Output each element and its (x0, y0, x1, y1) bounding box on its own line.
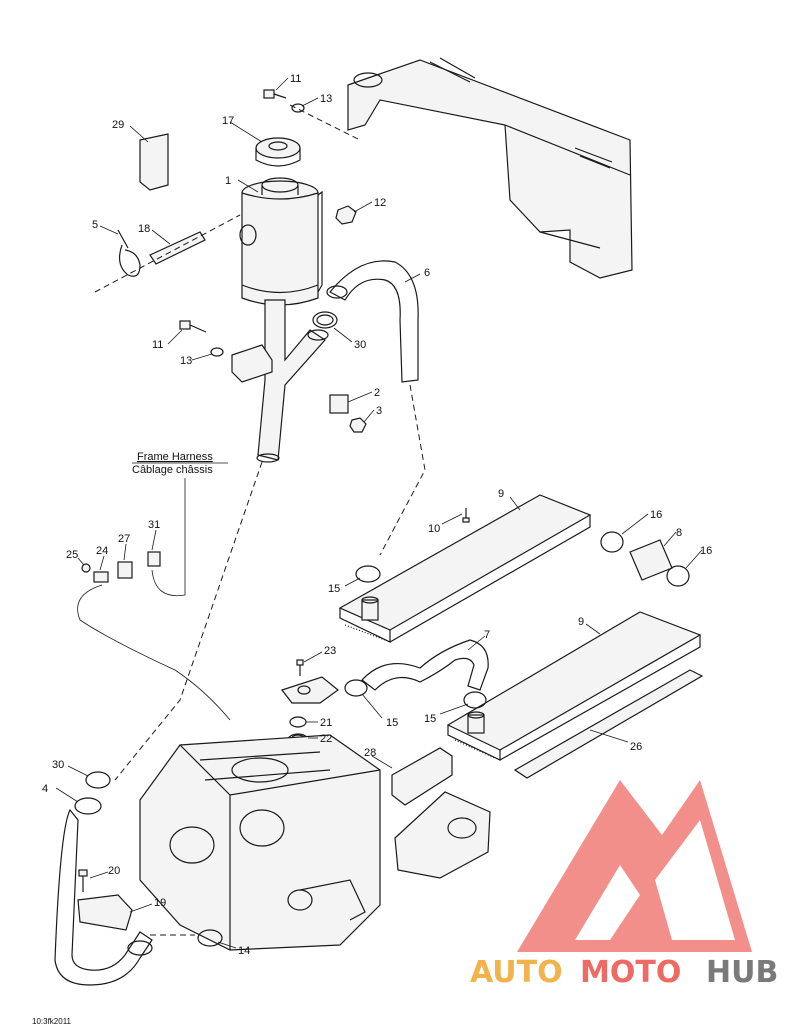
coupler-8 (629, 539, 673, 581)
exchanger-fitting-upper (361, 596, 379, 621)
watermark-auto: AUTO (470, 955, 563, 990)
callout-15-b: 15 (386, 717, 398, 729)
exchanger-fitting-lower (467, 711, 485, 734)
callout-16-a: 16 (650, 509, 662, 521)
engine-block (139, 734, 381, 951)
guide-line-top (94, 214, 241, 293)
sensor-25 (81, 563, 91, 573)
guide-line-tank (289, 104, 361, 141)
callout-14: 14 (238, 945, 250, 957)
callout-30-bottom: 30 (52, 759, 64, 771)
bracket-19 (77, 894, 133, 931)
sensor-24 (93, 571, 109, 583)
callout-6: 6 (424, 267, 430, 279)
tie-strap-5 (117, 229, 141, 277)
callout-16-b: 16 (700, 545, 712, 557)
callout-11-mid: 11 (152, 339, 163, 351)
guard-28 (391, 747, 453, 806)
heat-exchanger-lower (446, 611, 702, 761)
harness-label-en: Frame Harness (137, 451, 213, 463)
callout-8: 8 (676, 527, 682, 539)
nut-3 (349, 417, 367, 433)
harness-label-fr: Câblage châssis (132, 464, 213, 476)
callout-9-lower: 9 (578, 616, 584, 628)
callout-4: 4 (42, 783, 48, 795)
callout-15-a: 15 (328, 583, 340, 595)
bracket-23 (281, 676, 339, 704)
callout-17: 17 (222, 115, 234, 127)
bolt-11-top (263, 89, 287, 99)
reservoir-bracket (231, 344, 273, 383)
bolt-23 (296, 659, 304, 676)
bolt-11-mid (179, 320, 207, 333)
clamp-14 (197, 929, 223, 947)
callout-5: 5 (92, 219, 98, 231)
clamp-15-c (463, 691, 487, 709)
watermark-wordmark: AUTO MOTO HUB (470, 955, 778, 990)
callout-22: 22 (320, 733, 332, 745)
callout-27: 27 (118, 533, 130, 545)
callout-24: 24 (96, 545, 108, 557)
bolt-20 (78, 869, 88, 892)
washer-13-mid (210, 347, 224, 357)
document-id: 10:3fk2011 (32, 1017, 72, 1026)
nut-12 (335, 205, 357, 225)
callout-21: 21 (320, 717, 332, 729)
clamp-16-b (666, 565, 690, 587)
connector-27 (117, 561, 133, 579)
watermark-hub: HUB (706, 955, 778, 990)
callout-23: 23 (324, 645, 336, 657)
callout-1: 1 (225, 175, 231, 187)
clip-29 (139, 133, 169, 191)
callout-3: 3 (376, 405, 382, 417)
clamp-15-b (344, 679, 368, 697)
coolant-reservoir (239, 177, 323, 306)
o-ring-21 (289, 716, 307, 728)
harness-wire (151, 478, 186, 597)
bolt-10 (462, 508, 470, 523)
callout-11-top: 11 (290, 73, 301, 85)
callout-10: 10 (428, 523, 440, 535)
watermark-logo (517, 780, 752, 952)
clamp-15-a (355, 565, 381, 583)
hose-6 (326, 260, 419, 383)
callout-13-top: 13 (320, 93, 332, 105)
callout-28: 28 (364, 747, 376, 759)
clamp-30-bottom (85, 771, 111, 789)
clamp-16-a (600, 531, 624, 553)
callout-2: 2 (374, 387, 380, 399)
reservoir-cap (255, 137, 301, 167)
connector-31 (147, 551, 161, 567)
routing-hose6-to-exchanger (379, 384, 426, 556)
callout-13-mid: 13 (180, 355, 192, 367)
callout-15-c: 15 (424, 713, 436, 725)
engine-mount-plate (394, 791, 491, 879)
hose-4 (54, 797, 153, 986)
sensor-wire (77, 584, 231, 721)
clamp-30-top (312, 311, 338, 329)
routing-hose-to-engine (114, 461, 263, 781)
leader-lines (55, 77, 703, 949)
heat-exchanger-upper (338, 494, 592, 643)
hose-7 (361, 639, 489, 691)
block-2 (329, 394, 349, 414)
callout-12: 12 (374, 197, 386, 209)
callout-29: 29 (112, 119, 124, 131)
watermark-moto: MOTO (580, 955, 681, 990)
runner-strip-26 (513, 669, 704, 779)
reservoir-y-pipe (256, 299, 329, 463)
callout-7: 7 (484, 629, 490, 641)
callout-9-upper: 9 (498, 488, 504, 500)
callout-18: 18 (138, 223, 150, 235)
callout-30-top: 30 (354, 339, 366, 351)
washer-13-top (291, 103, 305, 113)
callout-26: 26 (630, 741, 642, 753)
callout-numbers: 11 13 29 17 1 12 5 18 6 11 30 13 2 3 9 1… (42, 73, 712, 957)
upper-duct-assembly (347, 57, 633, 279)
callout-20: 20 (108, 865, 120, 877)
callout-31: 31 (148, 519, 160, 531)
callout-25: 25 (66, 549, 78, 561)
callout-19: 19 (154, 897, 166, 909)
